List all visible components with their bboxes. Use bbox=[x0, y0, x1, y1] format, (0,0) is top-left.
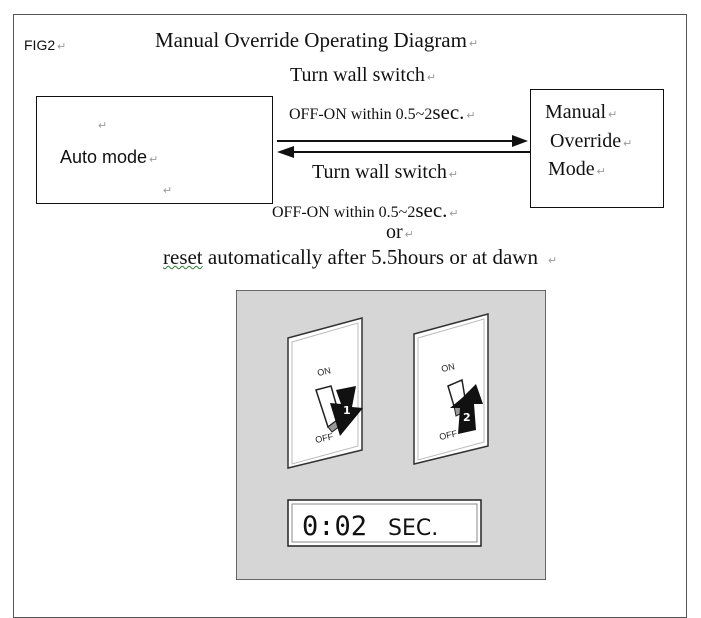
timer-value: 0:02 bbox=[302, 511, 367, 542]
or-text: or↵ bbox=[386, 221, 414, 243]
timer-display bbox=[287, 499, 482, 547]
figure-label: FIG2↵ bbox=[24, 37, 67, 53]
step-2-label: 2 bbox=[463, 411, 471, 424]
reset-description: reset automatically after 5.5hours or at… bbox=[163, 245, 558, 269]
auto-mode-label: Auto mode↵ bbox=[60, 147, 159, 167]
switch-1-on-label: ON bbox=[316, 365, 331, 378]
switch-1-off-label: OFF bbox=[314, 431, 334, 445]
reverse-arrow-label-line-2: OFF-ON within 0.5~2sec.↵ bbox=[272, 198, 459, 222]
timer-unit: SEC. bbox=[388, 516, 438, 541]
paragraph-mark: ↵ bbox=[163, 185, 173, 197]
auto-mode-box bbox=[36, 96, 273, 204]
manual-mode-line-2: Override↵ bbox=[550, 130, 633, 152]
up-arrow-icon bbox=[450, 384, 483, 434]
down-arrow-icon bbox=[330, 386, 363, 436]
arrow-manual-to-auto bbox=[277, 146, 530, 158]
switch-2-off-label: OFF bbox=[438, 428, 458, 442]
diagram-title: Manual Override Operating Diagram↵ bbox=[155, 28, 479, 52]
arrow-auto-to-manual bbox=[277, 135, 528, 147]
step-1-label: 1 bbox=[343, 404, 351, 417]
manual-mode-line-3: Mode↵ bbox=[548, 158, 606, 180]
forward-arrow-label-line-2: OFF-ON within 0.5~2sec.↵ bbox=[289, 100, 476, 124]
paragraph-mark: ↵ bbox=[98, 120, 108, 132]
manual-override-mode-box bbox=[530, 89, 664, 208]
forward-arrow-label-line-1: Turn wall switch↵ bbox=[290, 64, 437, 86]
switch-2-on-label: ON bbox=[440, 361, 455, 374]
reverse-arrow-label-line-1: Turn wall switch↵ bbox=[312, 161, 459, 183]
wall-switch-illustration: ON OFF 1 ON OFF 2 0:02 SEC. bbox=[236, 290, 546, 580]
manual-mode-line-1: Manual↵ bbox=[545, 101, 618, 123]
